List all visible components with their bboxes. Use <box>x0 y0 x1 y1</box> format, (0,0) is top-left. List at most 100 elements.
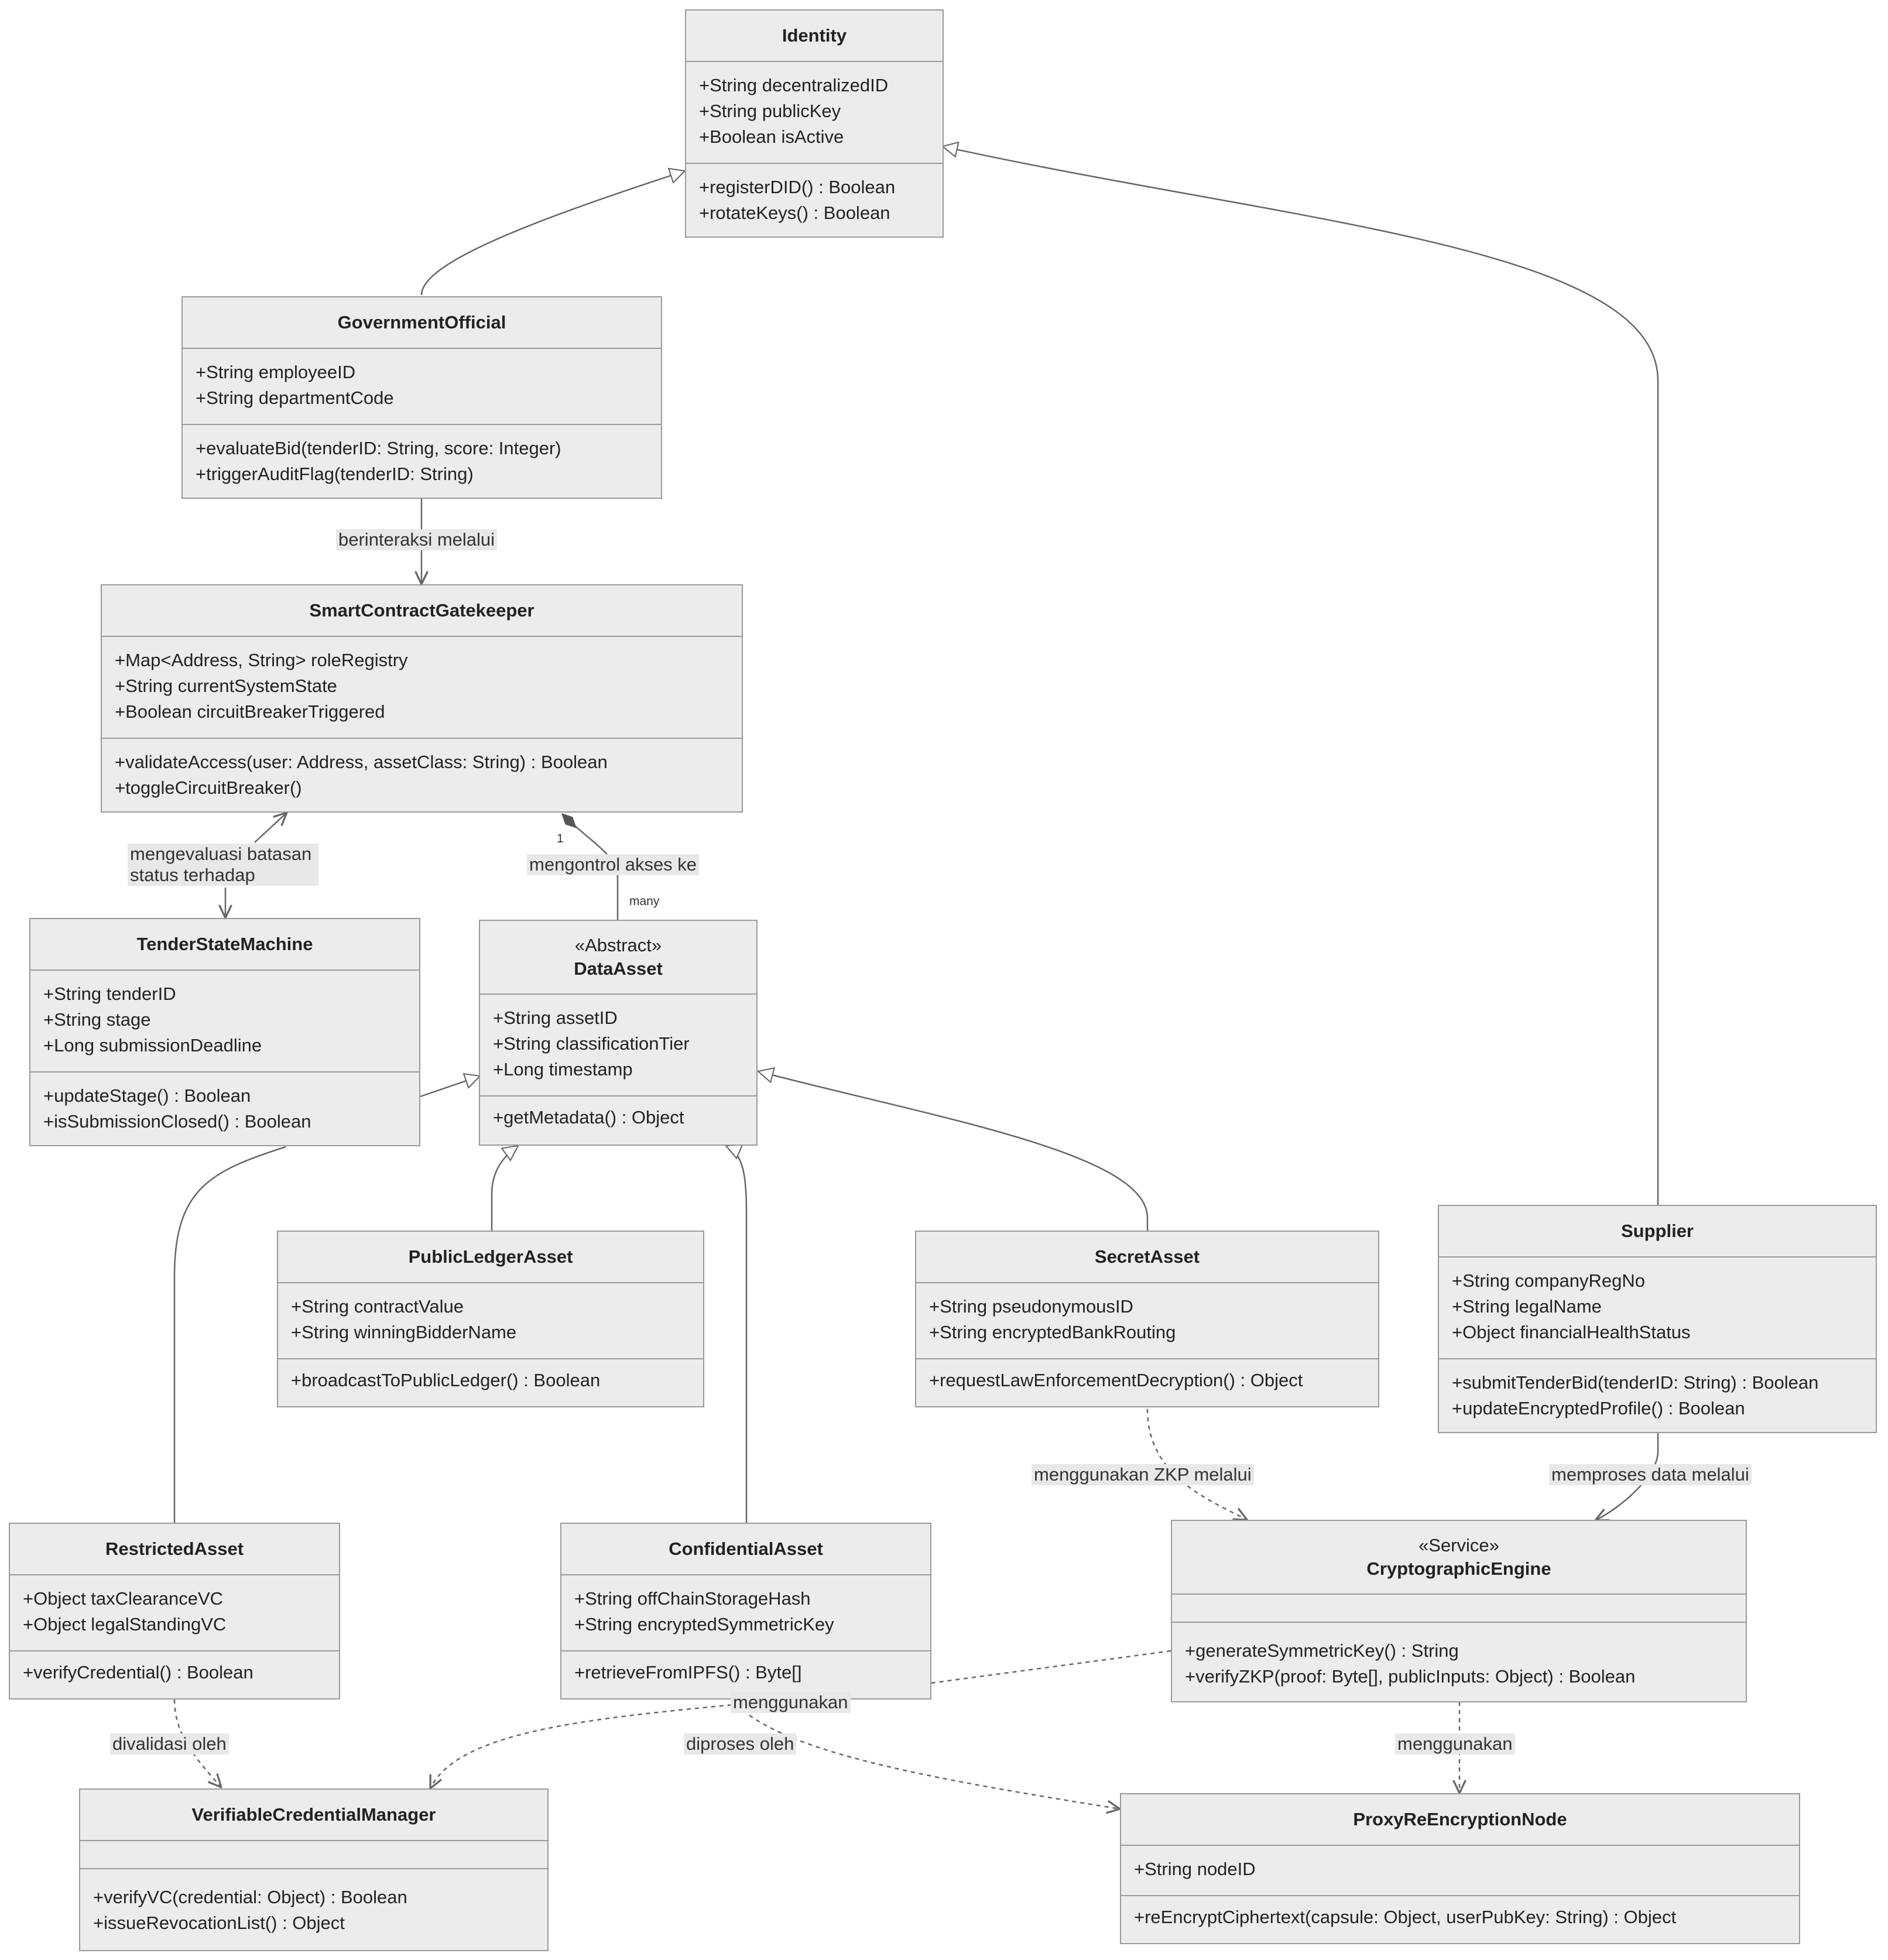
attribute: +Object legalStandingVC <box>23 1614 227 1635</box>
edge-label-zkp: menggunakan ZKP melalui <box>1032 1464 1254 1485</box>
attributes: +String companyRegNo +String legalName +… <box>1439 1257 1876 1359</box>
class-name: Identity <box>782 25 847 46</box>
attribute: +String encryptedBankRouting <box>929 1322 1176 1342</box>
attribute: +Boolean isActive <box>699 126 844 147</box>
methods: +reEncryptCiphertext(capsule: Object, us… <box>1121 1896 1799 1941</box>
methods: +validateAccess(user: Address, assetClas… <box>102 739 742 811</box>
class-confidential-asset[interactable]: ConfidentialAsset +String offChainStorag… <box>560 1523 931 1699</box>
attribute: +String nodeID <box>1134 1859 1256 1879</box>
class-data-asset[interactable]: «Abstract» DataAsset +String assetID +St… <box>479 920 758 1146</box>
method: +generateSymmetricKey() : String <box>1185 1640 1459 1661</box>
attribute: +String winningBidderName <box>291 1322 517 1342</box>
attribute: +String assetID <box>493 1008 618 1028</box>
stereotype: «Service» <box>1418 1535 1499 1555</box>
methods: +broadcastToPublicLedger() : Boolean <box>278 1359 703 1404</box>
edge-label-mengevaluasi: mengevaluasi batasan status terhadap <box>128 844 318 886</box>
method: +verifyZKP(proof: Byte[], publicInputs: … <box>1185 1666 1636 1687</box>
class-name: GovernmentOfficial <box>337 312 506 333</box>
class-name: VerifiableCredentialManager <box>191 1804 436 1825</box>
class-verifiable-credential-manager[interactable]: VerifiableCredentialManager +verifyVC(cr… <box>79 1788 549 1951</box>
class-name: SecretAsset <box>1094 1246 1200 1267</box>
attribute: +String departmentCode <box>196 388 394 408</box>
attribute: +Object financialHealthStatus <box>1452 1322 1691 1342</box>
edge-label-diproses: diproses oleh <box>684 1733 797 1755</box>
class-name: CryptographicEngine <box>1366 1558 1551 1579</box>
class-name: PublicLedgerAsset <box>408 1246 573 1267</box>
class-identity[interactable]: Identity +String decentralizedID +String… <box>685 9 944 238</box>
method: +verifyCredential() : Boolean <box>23 1662 253 1683</box>
attributes: +Object taxClearanceVC +Object legalStan… <box>10 1575 339 1651</box>
attribute: +String companyRegNo <box>1452 1270 1645 1291</box>
attribute: +String encryptedSymmetricKey <box>574 1614 834 1635</box>
methods: +evaluateBid(tenderID: String, score: In… <box>183 425 661 498</box>
class-proxy-reencryption-node[interactable]: ProxyReEncryptionNode +String nodeID +re… <box>1120 1793 1800 1944</box>
method: +broadcastToPublicLedger() : Boolean <box>291 1370 601 1390</box>
edge-supplier-crypto <box>1595 1433 1659 1520</box>
attributes: +String offChainStorageHash +String encr… <box>561 1575 930 1651</box>
class-smart-contract-gatekeeper[interactable]: SmartContractGatekeeper +Map<Address, St… <box>101 584 743 813</box>
edge-restricted-vcm <box>173 1699 221 1787</box>
attribute: +String legalName <box>1452 1296 1602 1317</box>
method: +triggerAuditFlag(tenderID: String) <box>196 464 474 484</box>
class-supplier[interactable]: Supplier +String companyRegNo +String le… <box>1438 1205 1877 1433</box>
attribute: +String contractValue <box>291 1296 464 1317</box>
edge-label-memproses: memproses data melalui <box>1549 1464 1752 1485</box>
class-name: SmartContractGatekeeper <box>309 600 534 621</box>
attributes: +String decentralizedID +String publicKe… <box>686 62 943 164</box>
class-name: ProxyReEncryptionNode <box>1353 1809 1567 1829</box>
method: +isSubmissionClosed() : Boolean <box>43 1111 311 1132</box>
attributes <box>1172 1595 1746 1623</box>
method: +evaluateBid(tenderID: String, score: In… <box>196 438 561 458</box>
method: +issueRevocationList() : Object <box>93 1913 345 1933</box>
attributes <box>80 1841 547 1869</box>
edge-label-line: status terhadap <box>130 865 255 885</box>
attribute: +String decentralizedID <box>699 75 889 95</box>
methods: +retrieveFromIPFS() : Byte[] <box>561 1651 930 1696</box>
attribute: +Long submissionDeadline <box>43 1035 262 1056</box>
attribute: +String classificationTier <box>493 1033 690 1054</box>
edge-label-divalidasi: divalidasi oleh <box>110 1733 229 1755</box>
edge-label-line: mengevaluasi batasan <box>130 844 312 864</box>
edge-official-identity <box>420 171 685 296</box>
class-name: RestrictedAsset <box>105 1538 244 1559</box>
edge-confidential-dataasset <box>726 1146 748 1523</box>
attribute: +Object taxClearanceVC <box>23 1588 224 1609</box>
class-name: DataAsset <box>574 958 663 979</box>
class-public-ledger-asset[interactable]: PublicLedgerAsset +String contractValue … <box>277 1231 704 1407</box>
class-name: TenderStateMachine <box>136 934 313 954</box>
edge-tender-gatekeeper <box>254 813 287 843</box>
class-name: ConfidentialAsset <box>669 1538 823 1559</box>
attribute: +String offChainStorageHash <box>574 1588 811 1609</box>
class-tender-state-machine[interactable]: TenderStateMachine +String tenderID +Str… <box>29 918 420 1146</box>
attributes: +String tenderID +String stage +Long sub… <box>30 971 419 1072</box>
method: +submitTenderBid(tenderID: String) : Boo… <box>1452 1372 1819 1393</box>
class-secret-asset[interactable]: SecretAsset +String pseudonymousID +Stri… <box>915 1231 1379 1407</box>
attributes: +String nodeID <box>1121 1846 1799 1896</box>
attribute: +String pseudonymousID <box>929 1296 1133 1317</box>
class-government-official[interactable]: GovernmentOfficial +String employeeID +S… <box>181 296 662 499</box>
multiplicity-source: 1 <box>557 832 564 845</box>
edge-supplier-identity <box>943 146 1659 1205</box>
attributes: +String pseudonymousID +String encrypted… <box>916 1283 1378 1359</box>
attribute: +String publicKey <box>699 101 841 121</box>
attribute: +Boolean circuitBreakerTriggered <box>115 701 385 722</box>
method: +updateEncryptedProfile() : Boolean <box>1452 1398 1745 1418</box>
edge-tender-dataasset <box>420 1076 480 1098</box>
class-restricted-asset[interactable]: RestrictedAsset +Object taxClearanceVC +… <box>9 1523 340 1699</box>
method: +getMetadata() : Object <box>493 1107 684 1128</box>
edge-label-mengontrol: mengontrol akses ke <box>527 854 700 875</box>
methods: +getMetadata() : Object <box>480 1096 756 1141</box>
attributes: +String employeeID +String departmentCod… <box>183 349 661 425</box>
attributes: +String assetID +String classificationTi… <box>480 995 756 1096</box>
methods: +generateSymmetricKey() : String +verify… <box>1172 1623 1746 1700</box>
attributes: +String contractValue +String winningBid… <box>278 1283 703 1359</box>
methods: +verifyVC(credential: Object) : Boolean … <box>80 1869 547 1947</box>
attribute: +String currentSystemState <box>115 676 337 696</box>
attribute: +Map<Address, String> roleRegistry <box>115 650 408 670</box>
edge-secret-dataasset <box>758 1071 1149 1231</box>
edge-label-menggunakan-pre: menggunakan <box>1395 1733 1515 1755</box>
method: +reEncryptCiphertext(capsule: Object, us… <box>1134 1907 1677 1927</box>
methods: +verifyCredential() : Boolean <box>10 1651 339 1696</box>
class-cryptographic-engine[interactable]: «Service» CryptographicEngine +generateS… <box>1171 1520 1747 1702</box>
attribute: +Long timestamp <box>493 1059 633 1080</box>
